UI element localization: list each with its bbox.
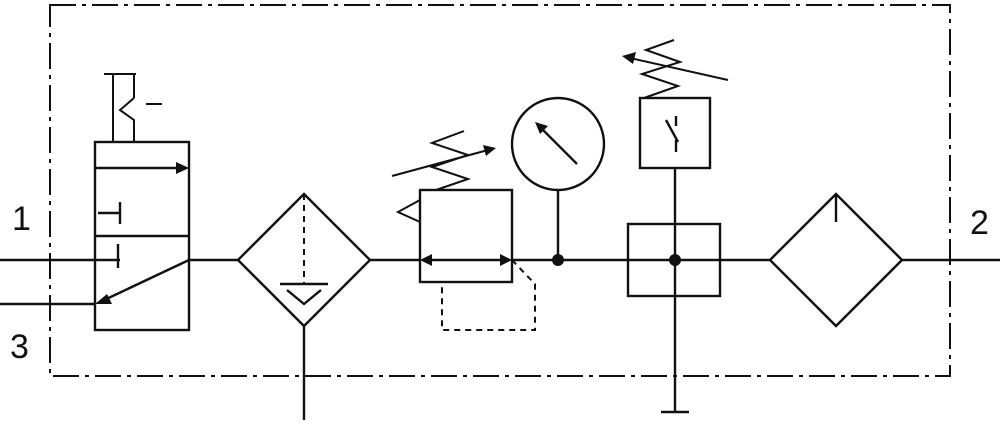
spring-icon [638, 39, 684, 99]
junction-dot [552, 254, 564, 266]
assembly-boundary [49, 4, 951, 377]
exhaust-flow-arrow [99, 258, 190, 304]
arrow-head-icon [535, 122, 548, 134]
adjust-arrow [391, 149, 489, 177]
port-label-inlet: 1 [12, 200, 31, 238]
junction-dot [669, 254, 681, 266]
switch-lever-icon [664, 119, 680, 143]
arrow-head-icon [622, 52, 636, 64]
arrow-head-icon [420, 254, 432, 266]
pressure-gauge [510, 96, 606, 266]
filter-separator [236, 192, 372, 420]
separator-bowl-icon [286, 289, 322, 306]
adjust-arrow [629, 57, 729, 81]
port-label-exhaust: 3 [10, 328, 29, 366]
solenoid-actuator-icon [104, 73, 162, 142]
regulator-pilot-icon [395, 199, 421, 223]
pilot-feedback-line [441, 259, 536, 331]
arrow-head-icon [95, 294, 112, 304]
lubricator [768, 192, 904, 328]
port-label-outlet: 2 [970, 204, 989, 242]
arrow-head-icon [483, 145, 496, 156]
arrow-head-icon [176, 162, 189, 174]
arrow-head-icon [500, 254, 512, 266]
gauge-needle [540, 127, 578, 165]
pressure-switch [622, 39, 729, 414]
pressure-regulator [391, 130, 536, 331]
regulator-body [418, 188, 514, 284]
switch-housing [638, 96, 712, 170]
lubricator-diamond-icon [768, 192, 904, 328]
solenoid-valve [93, 73, 191, 332]
